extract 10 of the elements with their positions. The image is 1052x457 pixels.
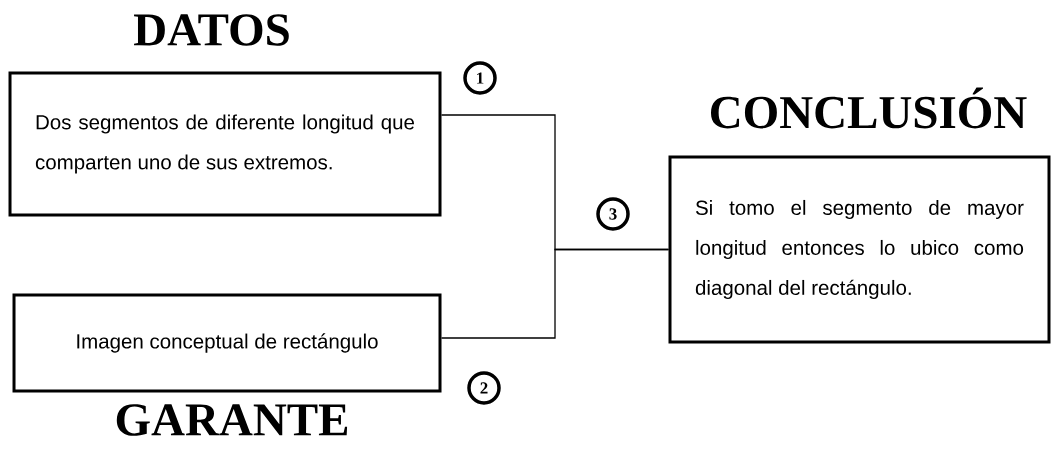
circled-number: 1 <box>463 61 497 95</box>
heading: DATOS <box>134 14 289 46</box>
circled-number: 3 <box>596 197 630 231</box>
connector-line <box>440 248 670 339</box>
text-box: Imagen conceptual de rectángulo <box>12 293 442 393</box>
heading: CONCLUSIÓN <box>711 87 1027 129</box>
text-box: Dos segmentos de diferente longitud que comparten uno de sus extremos. <box>8 71 442 217</box>
circled-number: 2 <box>467 371 501 405</box>
heading: GARANTE <box>116 404 348 436</box>
text-box: Si tomo el segmento de mayor longitud entonces lo ubico como diagonal del rectángulo. <box>668 155 1051 344</box>
